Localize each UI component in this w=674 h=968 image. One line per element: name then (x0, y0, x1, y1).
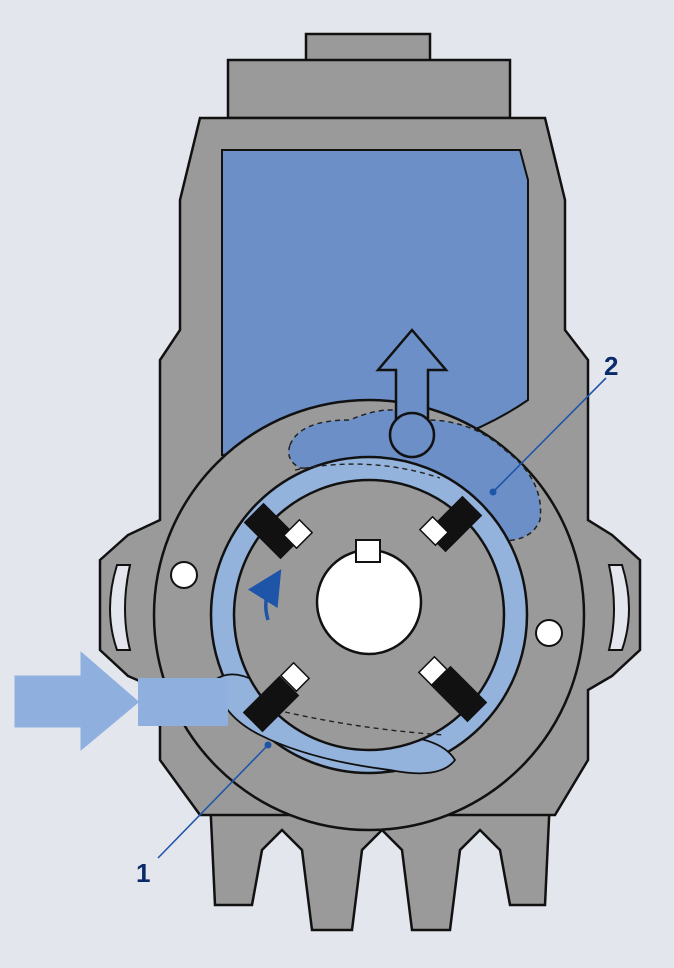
outlet-arrow-icon (375, 328, 449, 422)
callout-1-leader (157, 744, 269, 859)
shaft-key (355, 539, 381, 563)
housing-neck (226, 58, 512, 120)
rotor-dashed-outline-bottom (284, 711, 446, 736)
callout-label-2: 2 (604, 351, 618, 381)
callout-2-leader (492, 377, 607, 493)
drive-shaft (315, 548, 423, 656)
inlet-channel (138, 678, 228, 726)
rotation-arrow-icon (247, 569, 282, 621)
vane-upper-left (243, 502, 314, 560)
bolt-hole-right (535, 619, 563, 647)
vane-upper-right (418, 495, 483, 553)
inlet-arrow-icon (13, 648, 141, 754)
rotor-dashed-outline-top (294, 463, 441, 479)
callout-2-dot (489, 488, 497, 496)
right-mount-slot (607, 564, 630, 651)
bolt-hole-left (170, 561, 198, 589)
callout-label-1: 1 (136, 858, 150, 888)
left-mount-slot (109, 564, 132, 651)
vane-lower-left (242, 661, 311, 733)
outlet-arrow-tail (388, 411, 436, 459)
callout-1-dot (264, 741, 272, 749)
vane-lower-right (417, 655, 488, 723)
